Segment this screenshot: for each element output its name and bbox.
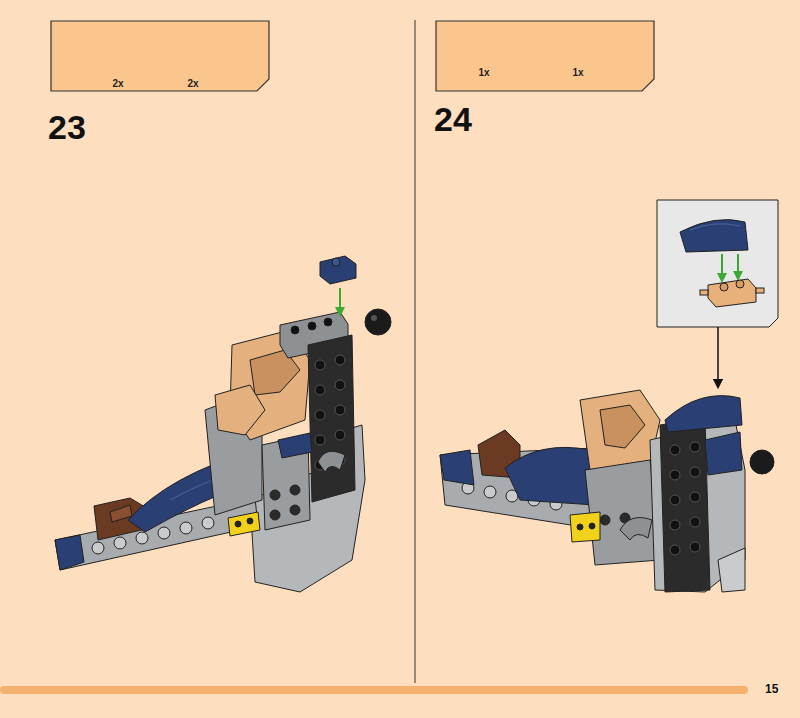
- page-frame-part: [0, 686, 748, 694]
- model-step-23-part: [335, 380, 345, 390]
- model-step-23-part: [315, 360, 325, 370]
- model-step-24-part: [670, 495, 680, 505]
- inset-callout-part: [721, 254, 723, 278]
- parts-box: 1x 1x: [435, 20, 655, 92]
- inset-callout-part: [720, 283, 728, 291]
- model-step-24-part: [670, 545, 680, 555]
- model-step-23-part: [235, 518, 253, 527]
- part-count: 1x: [572, 67, 583, 78]
- model-step-24-part: [589, 523, 595, 529]
- model-step-24-part: [690, 467, 700, 477]
- parts-box-shape: [51, 21, 269, 91]
- model-step-23-part: [290, 505, 300, 515]
- model-step-23-part: [291, 318, 332, 334]
- model-step-23-part: [308, 322, 316, 330]
- model-step-24-part: [670, 445, 680, 455]
- model-step-24-part: [484, 486, 496, 498]
- model-step-23-part: [290, 485, 300, 495]
- model-step-23-part: [308, 335, 355, 502]
- model-step-24-part: [580, 390, 660, 470]
- model-step-24-part: [670, 442, 700, 555]
- step-number: 23: [48, 108, 86, 147]
- page-number: 15: [765, 682, 778, 696]
- parts-box-shape: [436, 21, 654, 91]
- inset-callout-part: [690, 224, 740, 230]
- model-step-24-part: [705, 432, 742, 475]
- model-step-23-part: [332, 258, 340, 266]
- model-step-24-part: [690, 442, 700, 452]
- model-step-23-part: [291, 326, 299, 334]
- model-step-24-part: [670, 520, 680, 530]
- model-step-24-part: [440, 450, 474, 485]
- parts-box-outline: [50, 20, 270, 92]
- inset-callout: [657, 200, 778, 384]
- model-step-24: [440, 390, 774, 592]
- model-step-24-part: [690, 492, 700, 502]
- step-number: 24: [434, 100, 472, 139]
- model-step-23-part: [339, 288, 341, 312]
- inset-callout-part: [737, 254, 739, 276]
- model-step-23-part: [335, 355, 345, 365]
- model-step-23-part: [315, 435, 325, 445]
- model-step-23-part: [315, 410, 325, 420]
- inset-callout-part: [708, 279, 756, 307]
- inset-callout-part: [700, 290, 708, 295]
- model-step-23-part: [371, 315, 377, 321]
- model-step-23-part: [136, 532, 148, 544]
- model-step-24-part: [670, 470, 680, 480]
- parts-box: 2x 2x: [50, 20, 270, 92]
- model-step-23-part: [278, 433, 312, 458]
- model-step-23-part: [335, 430, 345, 440]
- model-step-23-part: [215, 385, 265, 435]
- model-step-23-part: [247, 518, 253, 524]
- model-step-24-part: [718, 548, 745, 592]
- model-step-23-part: [270, 485, 300, 520]
- model-step-23-part: [270, 490, 280, 500]
- part-count: 2x: [112, 78, 123, 89]
- model-step-23-part: [228, 512, 260, 536]
- part-count: 2x: [187, 78, 198, 89]
- model-step-23-part: [55, 535, 84, 570]
- inset-callout-part: [736, 280, 744, 288]
- inset-callout-part: [657, 200, 778, 327]
- part-count: 1x: [478, 67, 489, 78]
- model-step-23-part: [92, 542, 104, 554]
- inset-callout-part: [680, 220, 748, 252]
- model-step-23-part: [114, 537, 126, 549]
- model-step-23-part: [180, 522, 192, 534]
- model-step-23: [55, 256, 391, 592]
- model-step-24-part: [600, 405, 645, 448]
- model-step-24-part: [620, 518, 652, 540]
- model-step-24-part: [577, 523, 595, 530]
- model-step-24-part: [600, 515, 610, 525]
- model-step-23-part: [324, 318, 332, 326]
- inset-callout-part: [756, 288, 764, 293]
- model-step-24-part: [660, 418, 710, 592]
- model-step-24-part: [750, 450, 774, 474]
- model-step-23-part: [202, 517, 214, 529]
- model-step-24-part: [505, 447, 595, 505]
- page-frame: [0, 20, 748, 694]
- model-step-23-part: [315, 385, 325, 395]
- model-step-23-part: [335, 405, 345, 415]
- model-step-24-part: [570, 512, 600, 542]
- model-step-24-part: [665, 396, 742, 432]
- model-step-23-part: [318, 451, 345, 472]
- model-step-23-part: [365, 309, 391, 335]
- inset-callout-part: [717, 327, 719, 384]
- model-step-24-part: [690, 542, 700, 552]
- model-step-23-part: [320, 256, 356, 284]
- model-step-24-part: [690, 517, 700, 527]
- model-step-23-part: [235, 521, 241, 527]
- model-step-23-part: [158, 527, 170, 539]
- model-step-23-part: [270, 510, 280, 520]
- model-step-24-part: [577, 524, 583, 530]
- parts-box-outline: [435, 20, 655, 92]
- page-frame-part: [415, 20, 416, 683]
